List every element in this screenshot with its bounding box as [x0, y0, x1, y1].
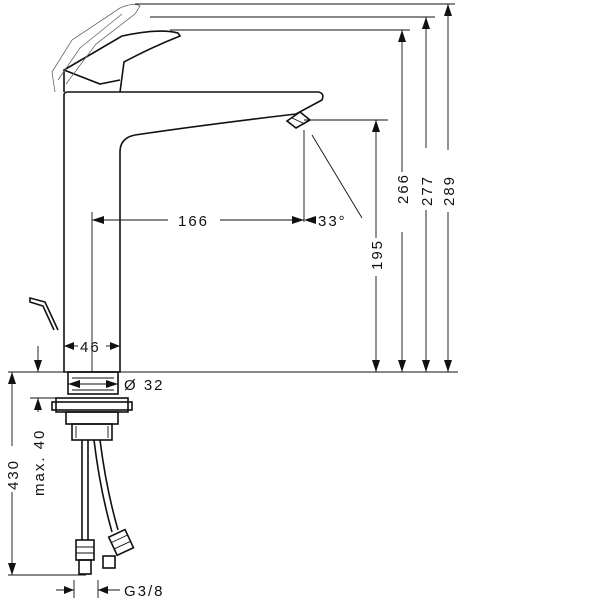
dimension-spray-angle: 33° [304, 213, 347, 230]
extension-lines [91, 3, 455, 372]
label-spray-angle: 33° [318, 213, 347, 230]
label-thread: G3/8 [124, 583, 165, 600]
dimension-height-266: 266 [395, 30, 412, 372]
label-spout-reach: 166 [178, 213, 209, 230]
label-hose-length: 430 [5, 459, 22, 490]
dimension-thread: G3/8 [56, 580, 165, 600]
lever-handle [51, 4, 182, 93]
dimension-total-height: 289 [441, 4, 458, 372]
label-body-width: 46 [80, 339, 101, 356]
dimension-hose-diameter: Ø 32 [68, 377, 165, 394]
dimension-body-width: 46 [64, 339, 120, 356]
popup-rod [29, 296, 59, 331]
label-hose-diameter: Ø 32 [124, 377, 165, 394]
dimension-hose-length: 430 [5, 372, 86, 576]
mounting-assembly [51, 371, 133, 441]
dimension-max-deck-thickness: max. 40 [30, 346, 56, 496]
dimension-height-277: 277 [419, 17, 436, 372]
label-height-277: 277 [419, 175, 436, 206]
label-height-266: 266 [395, 173, 412, 204]
faucet-body [63, 91, 324, 373]
dimension-spout-height: 195 [369, 120, 386, 372]
label-total-height: 289 [441, 175, 458, 206]
supply-hoses [75, 439, 135, 575]
dimension-spout-reach: 166 [92, 213, 304, 230]
label-max-deck-thickness: max. 40 [31, 429, 48, 496]
label-spout-height: 195 [369, 239, 386, 270]
